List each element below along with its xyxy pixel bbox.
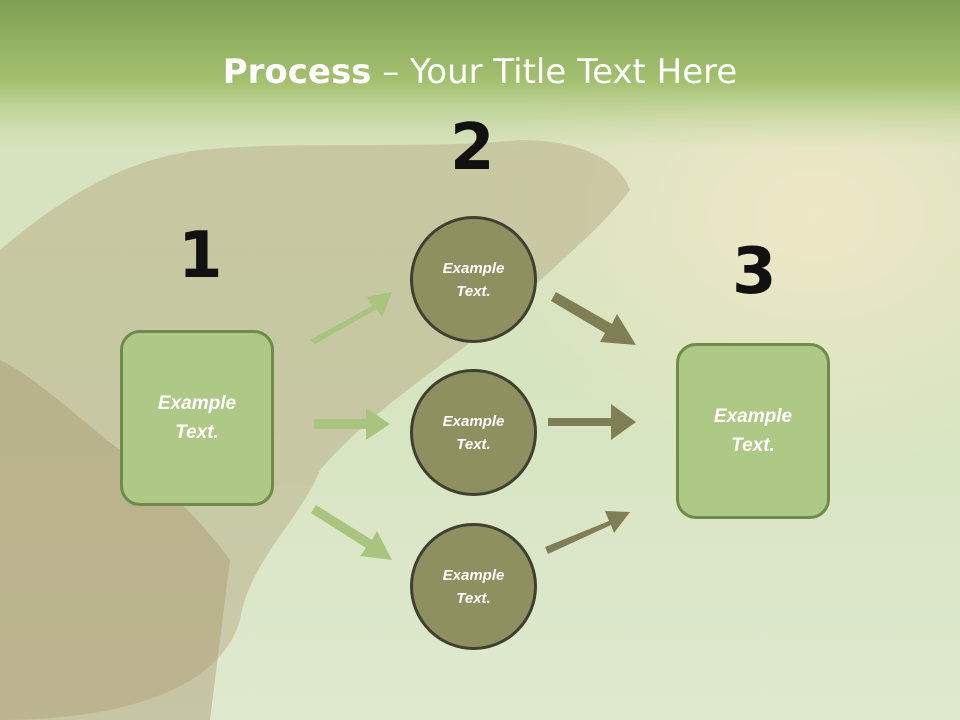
slide-title: Process – Your Title Text Here xyxy=(0,52,960,92)
circle-bottom-text: Example Text. xyxy=(442,566,505,607)
step-number-1: 1 xyxy=(178,219,223,293)
circle-step-bottom: Example Text. xyxy=(410,523,537,650)
left-step-box: Example Text. xyxy=(120,330,274,506)
arrow-left-top xyxy=(310,292,392,344)
right-step-text: Example Text. xyxy=(713,406,793,456)
circle-step-middle: Example Text. xyxy=(410,369,537,496)
arrow-right-bottom xyxy=(545,511,630,554)
circle-middle-text: Example Text. xyxy=(442,412,505,453)
circle-step-top: Example Text. xyxy=(410,216,537,343)
left-step-text: Example Text. xyxy=(157,393,237,443)
step-number-3: 3 xyxy=(732,235,777,309)
arrow-left-middle xyxy=(314,408,390,440)
arrow-right-top xyxy=(551,292,636,345)
circle-top-text: Example Text. xyxy=(442,259,505,300)
title-rest: – Your Title Text Here xyxy=(371,52,738,92)
arrow-right-middle xyxy=(548,404,636,440)
step-number-2: 2 xyxy=(450,111,495,185)
right-step-box: Example Text. xyxy=(676,343,830,519)
title-bold: Process xyxy=(222,52,372,92)
arrow-left-bottom xyxy=(311,505,392,560)
